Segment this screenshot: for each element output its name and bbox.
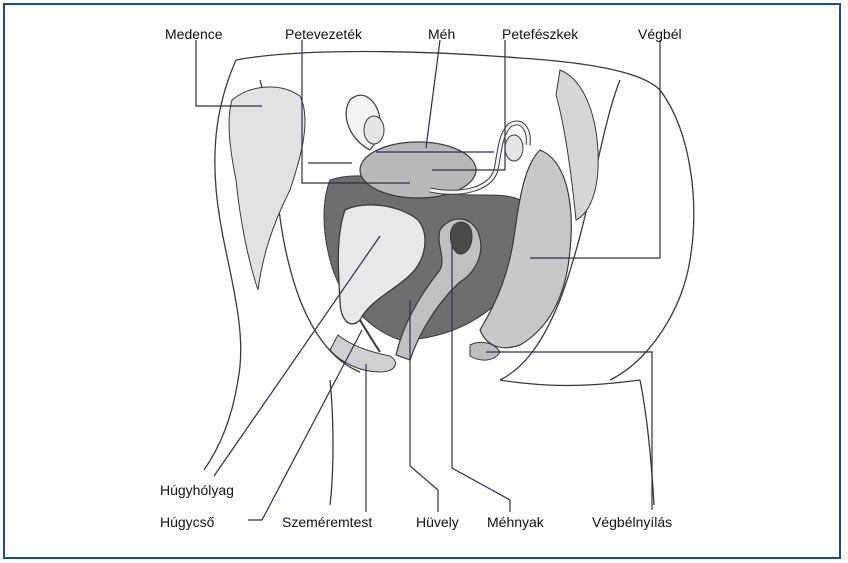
cervix <box>450 222 472 254</box>
pubic-region <box>330 335 395 372</box>
label-fallopian-tube: Petevezeték <box>285 26 362 42</box>
label-pelvis: Medence <box>165 26 223 42</box>
pelvis-bone <box>229 87 305 290</box>
label-bladder: Húgyhólyag <box>160 482 234 498</box>
label-uterus: Méh <box>428 26 455 42</box>
label-cervix: Méhnyak <box>487 514 544 530</box>
label-pubic-region: Szeméremtest <box>282 514 372 530</box>
label-rectum: Végbél <box>638 26 682 42</box>
label-vagina: Hüvely <box>416 514 459 530</box>
left-ovary <box>364 116 384 144</box>
label-urethra: Húgycső <box>160 514 214 530</box>
label-anus: Végbélnyílás <box>592 514 672 530</box>
right-ovary <box>505 135 523 161</box>
label-ovaries: Petefészkek <box>502 26 578 42</box>
